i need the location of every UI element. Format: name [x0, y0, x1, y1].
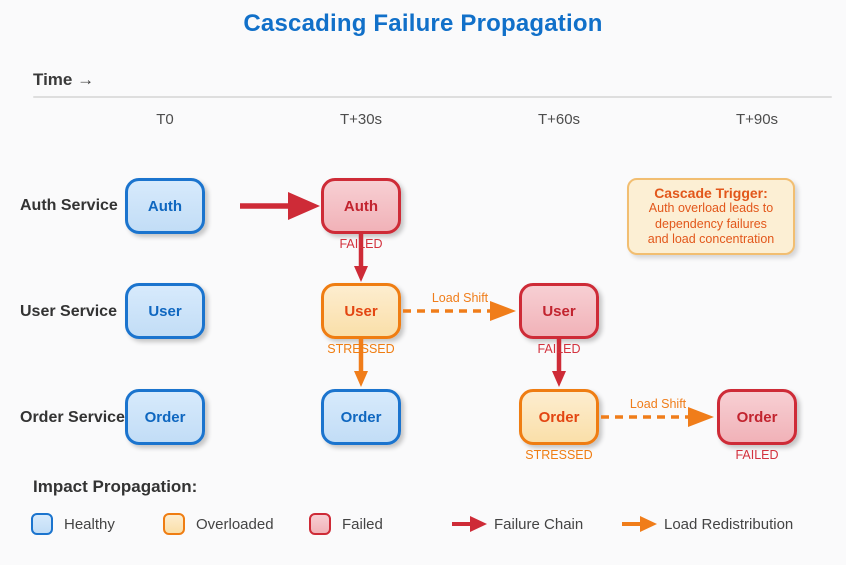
- failure-trigger-arrow: [240, 192, 320, 220]
- legend-label-load-redistribution: Load Redistribution: [664, 516, 794, 533]
- legend-swatch-failed: [309, 513, 331, 535]
- legend-label-failure-chain: Failure Chain: [494, 516, 584, 533]
- node-order-t30-healthy: Order: [321, 389, 401, 445]
- load-redistribution-arrow-icon: [622, 516, 657, 532]
- node-order-t0-healthy: Order: [125, 389, 205, 445]
- node-user-t60-failed: User: [519, 283, 599, 339]
- failure-arrow-auth-to-user: [354, 234, 368, 282]
- status-user-t60-failed: FAILED: [537, 342, 581, 356]
- tick-t0: T0: [156, 111, 174, 128]
- failure-arrow-user-to-order: [552, 339, 566, 387]
- status-order-t90-failed: FAILED: [735, 448, 779, 462]
- time-axis-label: Time →: [33, 70, 95, 89]
- edge-label-load-shift-user: Load Shift: [431, 291, 489, 305]
- tick-t30: T+30s: [339, 111, 383, 128]
- row-label-user-service: User Service: [20, 303, 117, 320]
- node-order-t90-failed: Order: [717, 389, 797, 445]
- load-arrow-user-to-order: [354, 339, 368, 387]
- tick-t90: T+90s: [735, 111, 779, 128]
- legend-label-healthy: Healthy: [64, 516, 115, 533]
- status-order-t60-stressed: STRESSED: [525, 448, 593, 462]
- legend-title: Impact Propagation:: [33, 477, 198, 496]
- failure-chain-arrow-icon: [452, 516, 487, 532]
- node-order-t60-overloaded: Order: [519, 389, 599, 445]
- legend-label-overloaded: Overloaded: [196, 516, 274, 533]
- load-shift-arrow-user: [403, 301, 516, 321]
- callout-line-1: Auth overload leads to: [648, 201, 774, 215]
- status-user-t30-stressed: STRESSED: [327, 342, 395, 356]
- page-title: Cascading Failure Propagation: [243, 10, 603, 37]
- row-label-auth-service: Auth Service: [20, 197, 118, 214]
- callout-line-2: dependency failures: [655, 216, 767, 231]
- callout-title: Cascade Trigger:: [654, 185, 768, 201]
- time-axis-divider: [33, 96, 832, 98]
- node-user-t30-overloaded: User: [321, 283, 401, 339]
- legend-swatch-healthy: [31, 513, 53, 535]
- node-user-t0-healthy: User: [125, 283, 205, 339]
- legend-label-failed: Failed: [342, 516, 383, 533]
- cascade-trigger-callout: Cascade Trigger: Auth overload leads to …: [627, 178, 795, 255]
- edge-label-load-shift-order: Load Shift: [629, 397, 687, 411]
- callout-line-3: and load concentration: [647, 232, 775, 246]
- load-shift-arrow-order: [601, 407, 714, 427]
- tick-t60: T+60s: [537, 111, 581, 128]
- node-auth-t0-healthy: Auth: [125, 178, 205, 234]
- legend-swatch-overloaded: [163, 513, 185, 535]
- node-auth-t30-failed: Auth: [321, 178, 401, 234]
- row-label-order-service: Order Service: [20, 409, 125, 426]
- status-auth-t30-failed: FAILED: [339, 237, 383, 251]
